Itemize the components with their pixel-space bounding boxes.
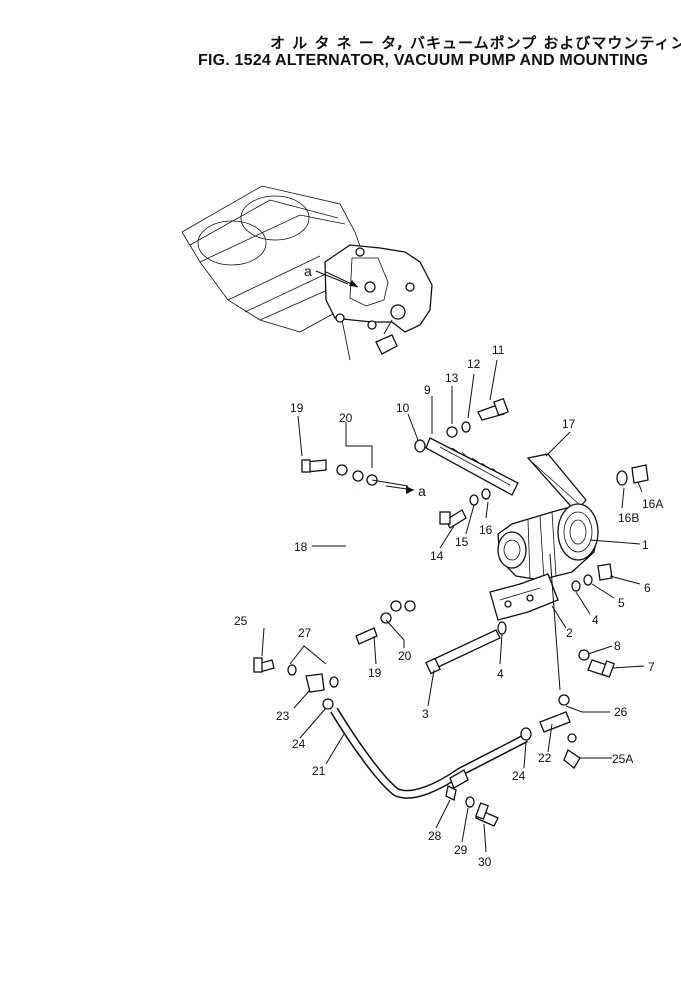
- callout-4b: 4: [497, 667, 504, 681]
- long-bolt: [425, 621, 507, 675]
- v-belt: [526, 453, 587, 513]
- callout-4a: 4: [592, 613, 599, 627]
- callout-14: 14: [430, 549, 444, 563]
- small-hardware: [414, 397, 649, 529]
- callout-1: 1: [642, 538, 649, 552]
- right-hardware: [571, 563, 615, 678]
- callout-19b: 19: [368, 666, 382, 680]
- vacuum-hose: [301, 459, 416, 645]
- callout-19a: 19: [290, 401, 304, 415]
- callout-24a: 24: [292, 737, 306, 751]
- callout-20b: 20: [398, 649, 412, 663]
- callout-labels: 1 2 3 4 4 5 6 7 8 9 10 11 12 13 14 15 16…: [234, 263, 663, 869]
- callout-a-hose: a: [418, 483, 426, 499]
- callout-29: 29: [454, 843, 468, 857]
- callout-9: 9: [424, 383, 431, 397]
- reference-arrows: [325, 271, 415, 494]
- callout-15: 15: [455, 535, 469, 549]
- callout-22: 22: [538, 751, 552, 765]
- callout-30: 30: [478, 855, 492, 869]
- callout-13: 13: [445, 371, 459, 385]
- adjusting-link: [425, 437, 519, 496]
- callout-21: 21: [312, 764, 326, 778]
- callout-7: 7: [648, 660, 655, 674]
- callout-18: 18: [294, 540, 308, 554]
- callout-25: 25: [234, 614, 248, 628]
- figure-title-japanese: オ ル タ ネ ー タ, バキュームポンプ およびマウンティング: [270, 34, 681, 52]
- callout-5: 5: [618, 596, 625, 610]
- bottom-hardware: [445, 785, 499, 827]
- callout-26: 26: [614, 705, 628, 719]
- callout-8: 8: [614, 639, 621, 653]
- engine-block: [181, 185, 433, 361]
- leader-lines: [261, 270, 645, 853]
- callout-10: 10: [396, 401, 410, 415]
- callout-16: 16: [479, 523, 493, 537]
- callout-16A: 16A: [642, 497, 663, 511]
- callout-2: 2: [566, 626, 573, 640]
- callout-16B: 16B: [618, 511, 639, 525]
- callout-12: 12: [467, 357, 481, 371]
- callout-3: 3: [422, 707, 429, 721]
- figure-title-english: FIG. 1524 ALTERNATOR, VACUUM PUMP AND MO…: [198, 52, 649, 69]
- callout-24b: 24: [512, 769, 526, 783]
- callout-28: 28: [428, 829, 442, 843]
- callout-17: 17: [562, 417, 576, 431]
- callout-25A: 25A: [612, 752, 633, 766]
- lower-left-hardware: [253, 657, 532, 741]
- callout-11: 11: [492, 343, 505, 357]
- callout-23: 23: [276, 709, 290, 723]
- callout-27: 27: [298, 626, 312, 640]
- callout-6: 6: [644, 581, 651, 595]
- callout-20a: 20: [339, 411, 353, 425]
- alternator: [489, 503, 599, 621]
- lower-right-hardware: [539, 694, 581, 769]
- vacuum-tube: [330, 707, 529, 799]
- callout-a-top: a: [304, 263, 312, 279]
